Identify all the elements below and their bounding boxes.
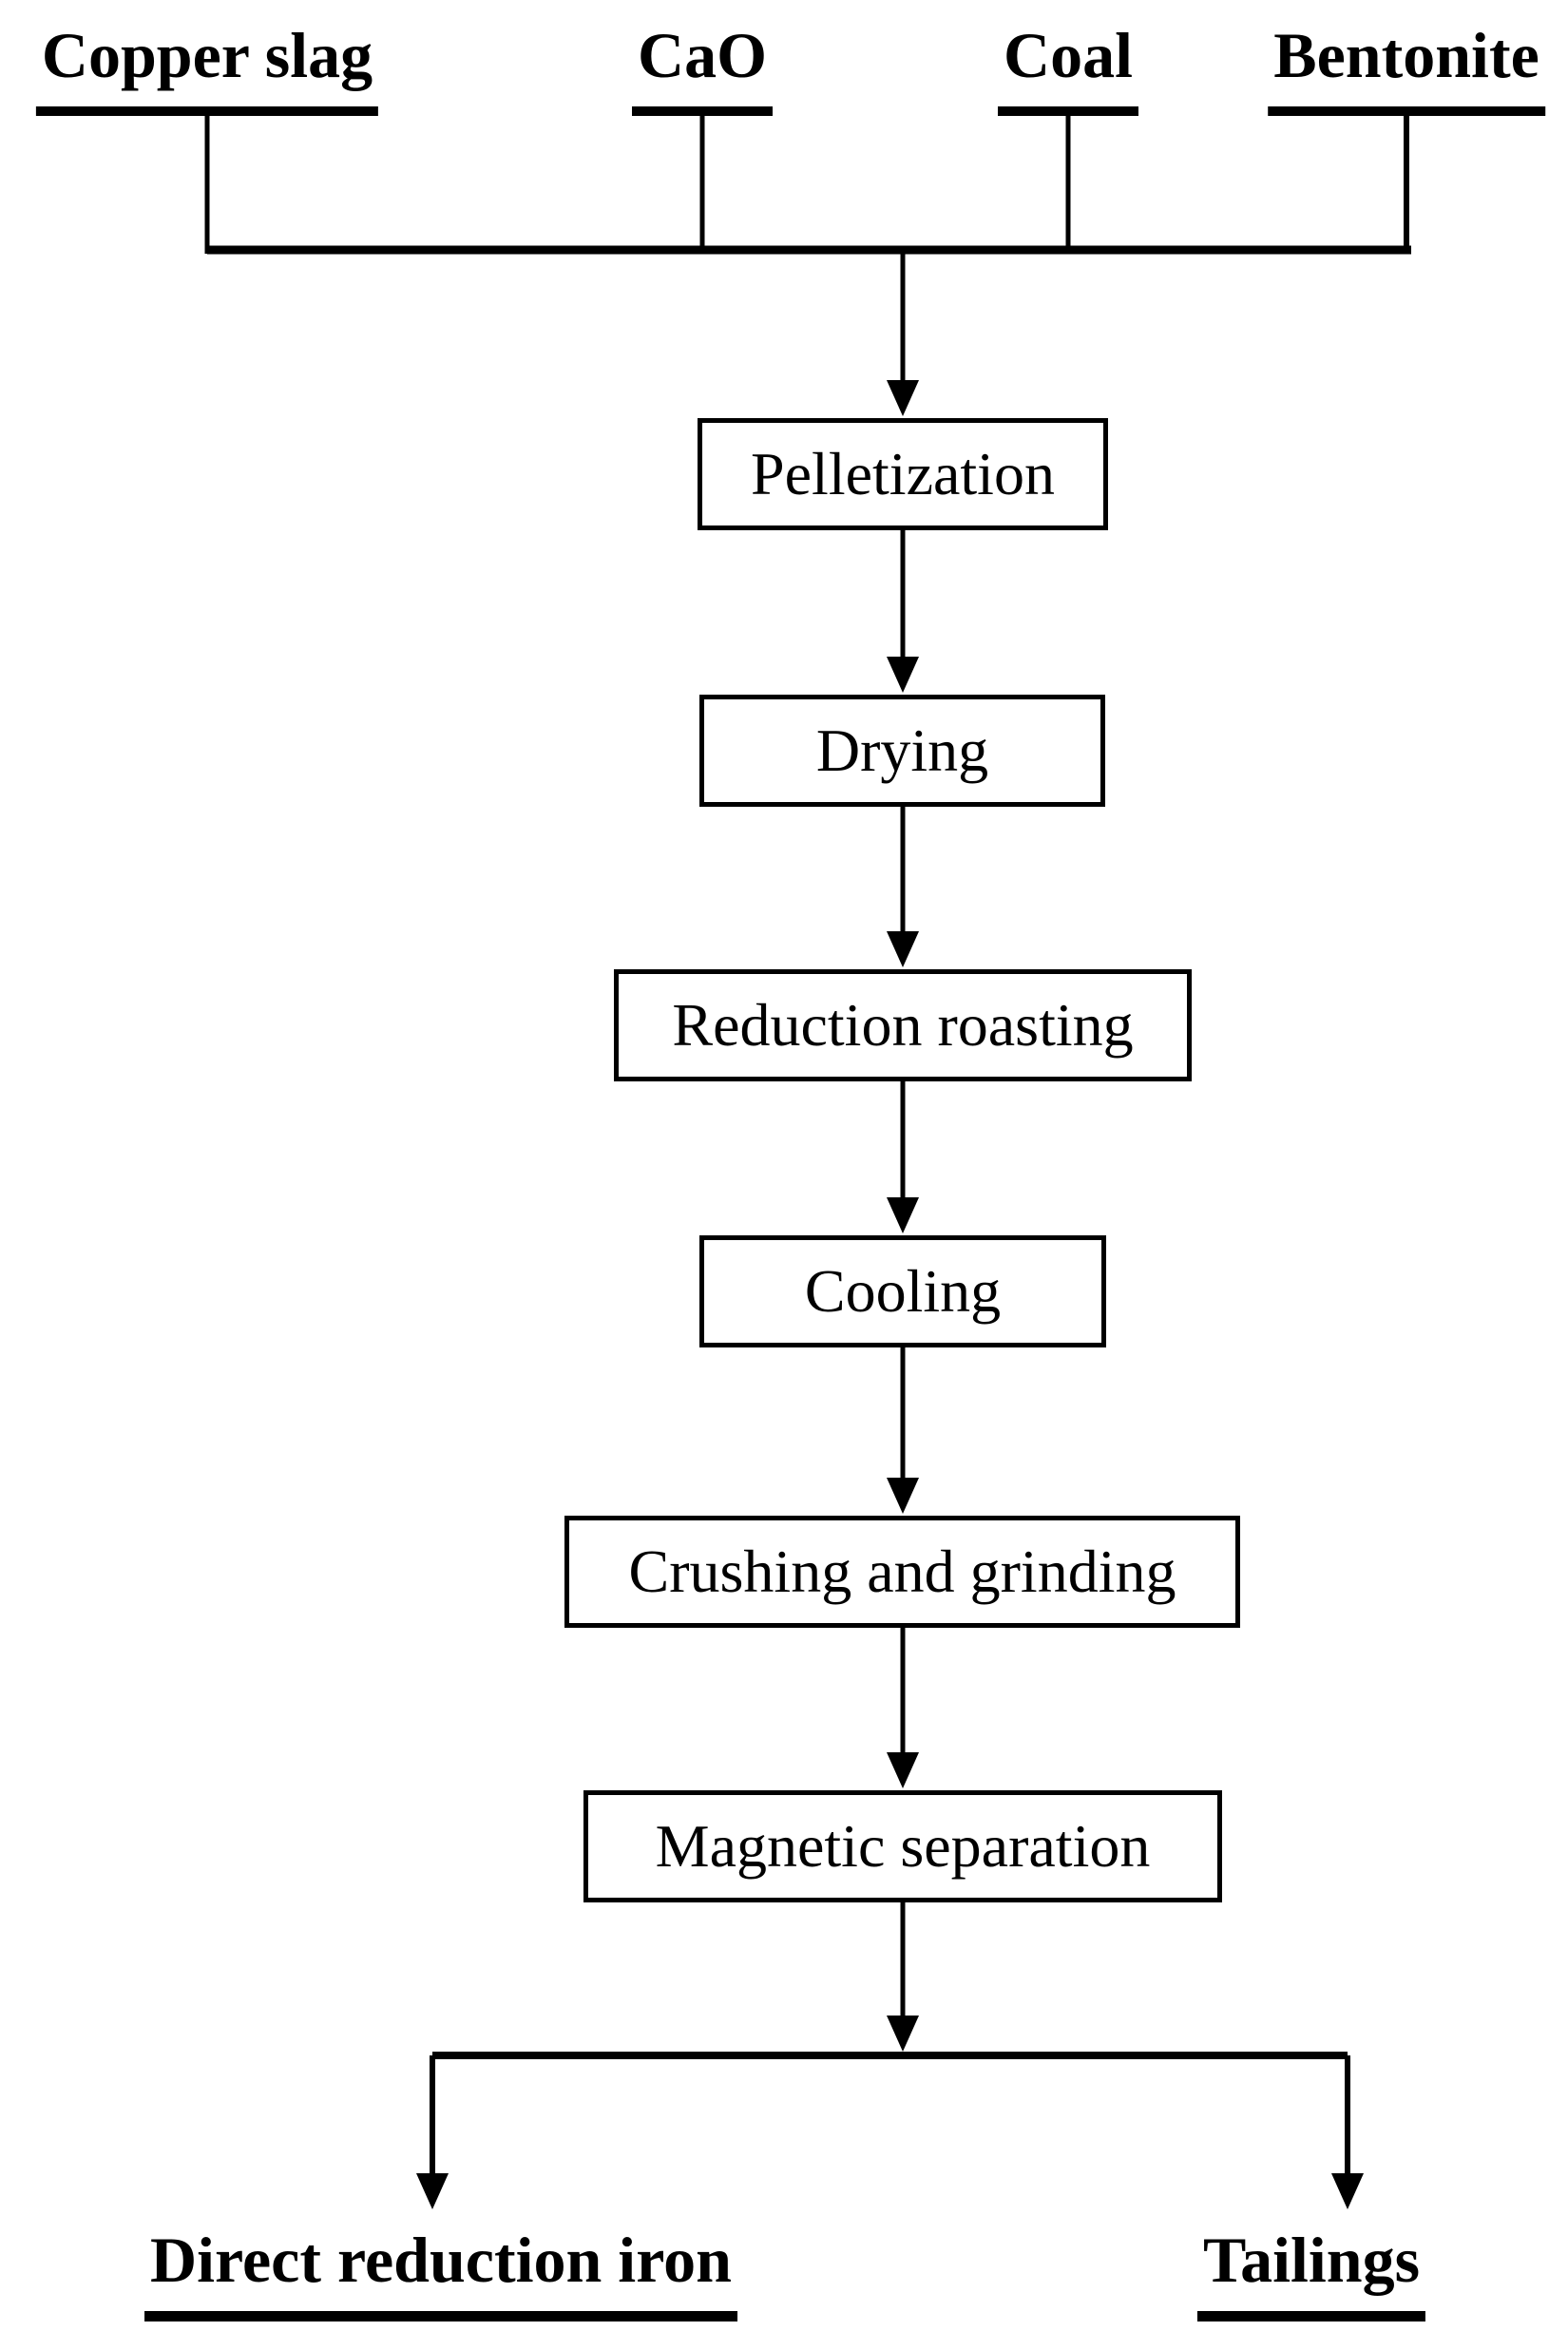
input-label-coal: Coal [998,17,1138,117]
process-box-pelletization: Pelletization [698,418,1108,530]
output-label-direct-reduction-iron: Direct reduction iron [144,2222,737,2322]
process-box-reduction-roasting: Reduction roasting [614,969,1192,1081]
process-box-drying: Drying [699,695,1105,807]
process-box-pelletization-text: Pelletization [751,440,1055,507]
output-label-tailings: Tailings [1196,2222,1426,2322]
input-label-cao-text: CaO [638,19,767,91]
process-box-crushing-and-grinding: Crushing and grinding [564,1516,1240,1628]
process-box-cooling: Cooling [699,1235,1106,1347]
process-box-cooling-text: Cooling [804,1257,1002,1325]
arrowhead-to-pelletization-icon [887,380,919,416]
input-label-bentonite-text: Bentonite [1273,19,1539,91]
input-label-bentonite: Bentonite [1268,17,1545,117]
arrowhead-to-magnetic-separation-icon [887,1752,919,1788]
arrowhead-to-crushing-icon [887,1478,919,1514]
arrowhead-to-reduction-roasting-icon [887,931,919,967]
input-label-copper-slag: Copper slag [35,17,379,117]
arrowhead-to-split-icon [887,2016,919,2052]
arrowhead-to-tailings-icon [1331,2173,1364,2209]
process-box-reduction-roasting-text: Reduction roasting [672,991,1134,1059]
process-box-crushing-and-grinding-text: Crushing and grinding [628,1538,1176,1605]
arrowhead-to-direct-reduction-iron-icon [416,2173,449,2209]
output-label-direct-reduction-iron-text: Direct reduction iron [150,2224,732,2296]
process-box-drying-text: Drying [815,716,989,784]
process-box-magnetic-separation-text: Magnetic separation [655,1812,1151,1880]
input-label-cao: CaO [632,17,773,117]
input-label-copper-slag-text: Copper slag [41,19,373,91]
process-box-magnetic-separation: Magnetic separation [583,1790,1222,1902]
arrowhead-to-drying-icon [887,657,919,693]
input-label-coal-text: Coal [1004,19,1133,91]
output-label-tailings-text: Tailings [1202,2224,1421,2296]
arrowhead-to-cooling-icon [887,1197,919,1233]
